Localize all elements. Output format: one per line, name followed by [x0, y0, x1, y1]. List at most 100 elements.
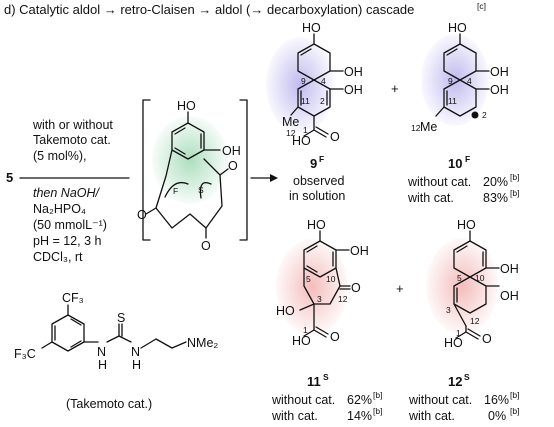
product-11S-ho-top: HO: [307, 218, 326, 232]
svg-text:[b]: [b]: [373, 406, 382, 416]
f-attack-arrow: [164, 181, 189, 198]
product-9F-oh-upper: OH: [344, 65, 363, 79]
left-bracket: [142, 99, 151, 241]
condition-line-6: (50 mmolL⁻¹): [33, 218, 107, 232]
product-11S-highlight: [276, 239, 348, 335]
product-10F-ho-top: HO: [448, 21, 467, 35]
svg-text:3: 3: [317, 294, 322, 304]
svg-text:2: 2: [482, 110, 487, 120]
right-bracket: [239, 99, 248, 241]
svg-text:with cat.: with cat.: [408, 409, 455, 423]
product-11S-o-acid: O: [330, 330, 340, 344]
product-12S-number: 12: [448, 374, 462, 389]
takemoto-catalyst: CF₃ F₃C S N N H H NMe₂ (Takemoto cat.): [14, 291, 218, 411]
thiourea-s: S: [117, 311, 125, 325]
thiourea-n-left: N: [97, 345, 106, 359]
plus-sign-top: +: [391, 81, 399, 96]
svg-text:[b]: [b]: [373, 390, 382, 400]
product-11S-yield-1: without cat. 62% [b]: [271, 390, 382, 407]
condition-line-7: pH = 12, 3 h: [33, 234, 101, 248]
product-10F-yield-2: with cat. 83% [b]: [407, 188, 519, 205]
svg-text:12: 12: [470, 316, 480, 326]
svg-text:62%: 62%: [347, 393, 372, 407]
svg-text:[b]: [b]: [510, 188, 519, 198]
svg-text:[b]: [b]: [510, 390, 519, 400]
svg-text:83%: 83%: [483, 191, 508, 205]
svg-text:4: 4: [321, 76, 326, 86]
product-11S-oh: OH: [350, 244, 369, 258]
product-12S-ho-top: HO: [457, 218, 476, 232]
product-9F-number: 9: [310, 156, 317, 171]
product-9F-note-2: in solution: [289, 189, 345, 203]
pathway-s-label: S: [198, 185, 204, 195]
svg-text:[b]: [b]: [510, 172, 519, 182]
svg-text:F: F: [319, 154, 324, 164]
intermediate-oh: OH: [222, 144, 241, 158]
svg-text:4: 4: [467, 76, 472, 86]
product-11S-ho-tertiary: HO: [276, 304, 295, 318]
svg-text:10: 10: [475, 273, 485, 283]
svg-text:3: 3: [446, 305, 451, 315]
s-attack-arrow: [199, 181, 212, 199]
svg-text:12: 12: [338, 294, 348, 304]
svg-text:16%: 16%: [484, 393, 509, 407]
product-11S-ho-acid: HO: [292, 334, 311, 348]
bracketed-intermediate: HO OH O O O F S: [137, 99, 248, 253]
intermediate-aromatic-ring: [171, 122, 205, 160]
product-12S-ho-acid: HO: [444, 336, 463, 350]
product-11S-yield-2: with cat. 14% [b]: [271, 406, 382, 423]
intermediate-o-bottom: O: [201, 239, 211, 253]
product-arrowhead: [270, 174, 278, 182]
product-12S: HO OH OH HO O 5 10 3 12 1 12 S without c…: [408, 218, 519, 423]
svg-text:11: 11: [448, 96, 457, 106]
nme2-group: NMe₂: [187, 336, 218, 350]
thiourea-n-right: N: [131, 345, 140, 359]
product-9F-oh-lower: OH: [344, 83, 363, 97]
product-12S-yield-2: with cat. 0% [b]: [408, 406, 519, 423]
product-9F-highlight: [266, 37, 334, 133]
product-12S-oh-lower: OH: [500, 289, 519, 303]
product-9F: HO OH OH Me HO O 9 4 11 2 1 12 9 F obser…: [266, 21, 363, 203]
condition-line-2: Takemoto cat.: [33, 133, 111, 147]
svg-text:1: 1: [303, 325, 308, 335]
cf3-left: F₃C: [14, 347, 36, 361]
intermediate-ho: HO: [177, 99, 196, 113]
svg-text:with cat.: with cat.: [407, 191, 454, 205]
condition-line-5: Na₂HPO₄: [33, 202, 86, 216]
svg-text:2: 2: [320, 96, 325, 106]
svg-text:0%: 0%: [488, 409, 506, 423]
product-9F-note-1: observed: [293, 174, 344, 188]
product-12S-yield-1: without cat. 16% [b]: [408, 390, 519, 407]
svg-text:10: 10: [326, 274, 336, 284]
nh-right: H: [132, 358, 141, 372]
product-9F-ho-acid: HO: [292, 134, 311, 148]
product-11S: HO OH O HO HO O 5 10 3 12 1 11 S without…: [271, 218, 382, 423]
product-9F-me: Me: [282, 115, 299, 129]
svg-text:1: 1: [456, 328, 461, 338]
title-footnote: [c]: [477, 1, 486, 11]
svg-text:20%: 20%: [483, 175, 508, 189]
product-12S-o-acid: O: [482, 332, 492, 346]
scheme-header: d) Catalytic aldol → retro-Claisen → ald…: [4, 1, 486, 17]
pathway-f-label: F: [173, 186, 178, 196]
product-9F-ho-top: HO: [302, 21, 321, 35]
svg-text:5: 5: [457, 273, 462, 283]
intermediate-o-right: O: [228, 159, 238, 173]
svg-text:without cat.: without cat.: [407, 175, 471, 189]
svg-text:12: 12: [411, 123, 421, 133]
intermediate-highlight: [152, 116, 228, 204]
nh-left: H: [98, 358, 107, 372]
product-11S-number: 11: [307, 374, 321, 389]
product-10F-number: 10: [448, 156, 462, 171]
product-10F-me: Me: [420, 120, 437, 134]
product-11S-o-ketone: O: [351, 281, 361, 295]
product-10F-radical-dot: [471, 111, 479, 119]
svg-text:9: 9: [448, 76, 453, 86]
svg-text:12: 12: [286, 128, 296, 138]
svg-text:with cat.: with cat.: [271, 409, 318, 423]
intermediate-macrocycle: [155, 149, 223, 229]
plus-sign-bottom: +: [396, 281, 404, 296]
product-12S-highlight: [426, 238, 498, 334]
condition-line-3: (5 mol%),: [33, 149, 86, 163]
product-10F-oh-lower: OH: [490, 83, 509, 97]
